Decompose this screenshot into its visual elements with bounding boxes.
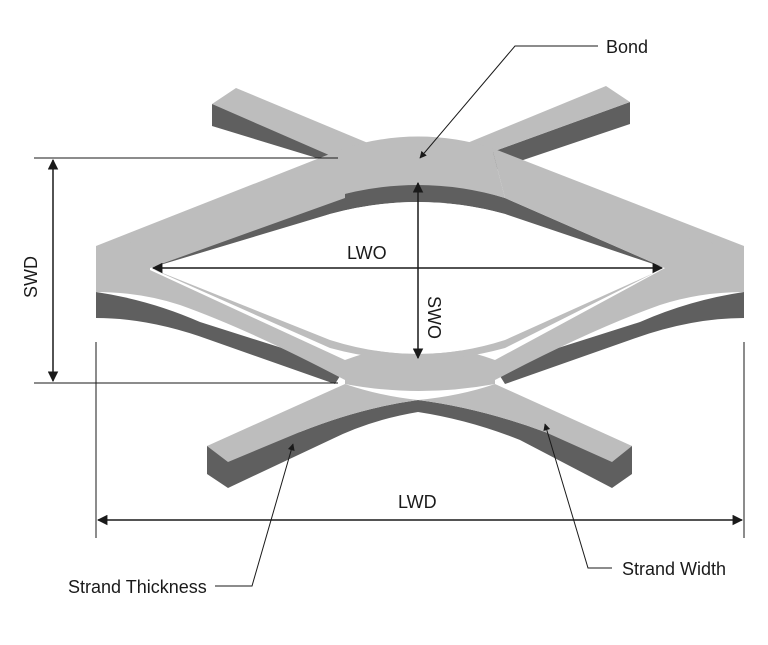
upper-left-strand	[212, 88, 380, 162]
left-bond-face	[96, 238, 345, 380]
bond-leader	[419, 45, 598, 159]
lower-right-strand	[418, 384, 632, 462]
strand-width-label: Strand Width	[622, 559, 726, 579]
lower-right-stub-side	[418, 400, 632, 488]
left-bond-side	[96, 292, 345, 384]
diamond-opening	[150, 202, 665, 354]
swo-label: SWO	[424, 296, 444, 339]
strand-top-faces	[96, 86, 744, 462]
lwd-label: LWD	[398, 492, 437, 512]
right-bond-side	[495, 292, 744, 384]
right-bond-face	[495, 238, 744, 380]
bond-label: Bond	[606, 37, 648, 57]
dimension-arrows	[47, 158, 744, 526]
lower-left-strand	[207, 384, 418, 462]
strand-side-faces	[96, 102, 744, 488]
upper-bond-face	[330, 136, 505, 198]
lwo-label: LWO	[347, 243, 387, 263]
leader-lines	[215, 45, 612, 587]
swd-label: SWD	[21, 256, 41, 298]
upper-right-strand	[455, 86, 630, 160]
opening-upper-side	[150, 184, 665, 268]
left-upper-diagonal-strand	[96, 148, 345, 268]
strand-thickness-label: Strand Thickness	[68, 577, 207, 597]
strand-thickness-leader	[215, 443, 295, 587]
strand-width-leader	[543, 423, 612, 569]
extension-lines	[34, 157, 745, 538]
right-upper-diagonal-strand	[492, 148, 744, 268]
lower-left-stub-side	[207, 400, 418, 488]
